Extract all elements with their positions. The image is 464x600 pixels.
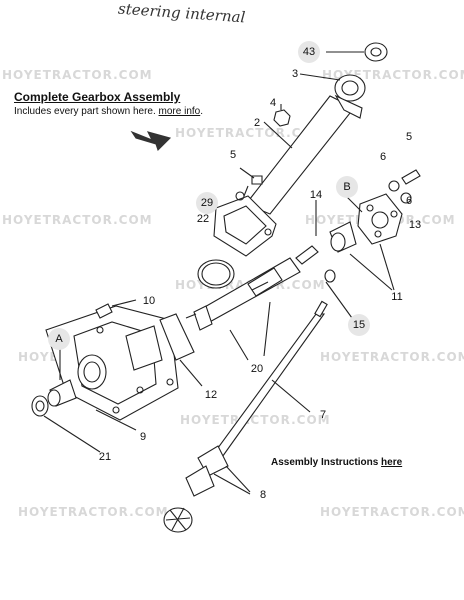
universal-joint: [163, 445, 229, 533]
part-6-washer: [388, 180, 400, 192]
part-5-screw: [401, 169, 421, 185]
callout-6: 6: [379, 151, 387, 163]
watermark: HOYETRACTOR.COM: [18, 505, 169, 519]
callout-b: B: [336, 176, 358, 198]
part-21-seal: [31, 395, 49, 417]
part-15-ring: [324, 269, 336, 283]
assembly-instructions-link[interactable]: here: [381, 457, 403, 468]
steering-shaft: [211, 300, 328, 461]
worm-shaft-assembly: [185, 257, 301, 331]
watermark: HOYETRACTOR.COM: [2, 68, 153, 82]
assembly-instructions-text: Assembly Instructions: [271, 457, 379, 468]
callout-7: 7: [319, 409, 327, 421]
callout-8: 8: [259, 489, 267, 501]
part-22-oring: [197, 259, 235, 289]
callout-15: 15: [348, 314, 370, 336]
callout-3: 3: [291, 68, 299, 80]
arrow-icon: [130, 130, 172, 152]
part-4-nut: [273, 109, 291, 127]
subtitle-text: Includes every part shown here.: [14, 106, 156, 117]
callout-4: 4: [269, 97, 277, 109]
callout-21: 21: [98, 451, 112, 463]
more-info-link[interactable]: more info: [158, 106, 201, 117]
callout-9: 9: [139, 431, 147, 443]
callout-22: 22: [196, 213, 210, 225]
callout-a: A: [48, 328, 70, 350]
column-bracket: [213, 195, 277, 257]
subtitle: Includes every part shown here. more inf…: [14, 106, 203, 117]
page-title: Complete Gearbox Assembly: [14, 90, 181, 104]
callout-29: 29: [196, 192, 218, 214]
part-10-screw: [95, 303, 113, 319]
gearbox-housing: [45, 305, 179, 421]
part-12-gasket: [159, 313, 195, 361]
part-14-pin: [295, 245, 319, 265]
steering-column-tube: [245, 74, 366, 215]
callout-5: 5: [405, 131, 413, 143]
callout-5: 5: [229, 149, 237, 161]
part-5-bolt: [251, 175, 263, 185]
callout-6b: 6: [405, 195, 413, 207]
watermark: HOYETRACTOR.COM: [180, 413, 331, 427]
callout-14: 14: [309, 189, 323, 201]
watermark: HOYETRACTOR.COM: [2, 213, 153, 227]
part-43-ring: [364, 42, 388, 62]
callout-43: 43: [298, 41, 320, 63]
watermark: HOYETRACTOR.COM: [320, 350, 464, 364]
callout-10: 10: [142, 295, 156, 307]
assembly-instructions: Assembly Instructions here: [271, 457, 402, 468]
callout-20: 20: [250, 363, 264, 375]
callout-2: 2: [253, 117, 261, 129]
callout-11: 11: [391, 291, 403, 303]
part-13-flange: [357, 193, 403, 245]
callout-13: 13: [408, 219, 422, 231]
callout-12: 12: [204, 389, 218, 401]
subtitle-suffix: .: [200, 106, 203, 117]
watermark: HOYETRACTOR.COM: [320, 505, 464, 519]
watermark: HOYETRACTOR.COM: [175, 126, 326, 140]
